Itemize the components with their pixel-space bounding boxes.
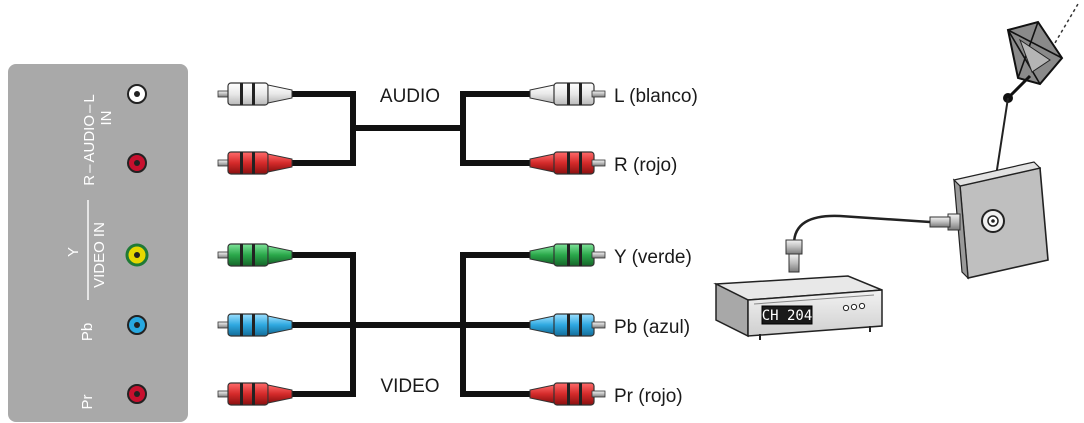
plug-right-audio-red — [529, 151, 606, 175]
plug-left-audio-red — [217, 151, 293, 175]
receiver-display-text: CH 204 — [762, 308, 813, 324]
panel-label-video-in: VIDEO IN — [91, 222, 108, 288]
receiver-button — [858, 302, 866, 310]
plug-left-video-red — [217, 382, 293, 406]
wall-outlet-icon — [952, 161, 1049, 280]
video-cable — [292, 252, 530, 397]
plug-right-video-red — [529, 382, 606, 406]
panel-label-y: Y — [65, 247, 82, 257]
label-pr-rojo: Pr (rojo) — [614, 386, 683, 407]
receiver-display — [761, 305, 813, 325]
coax-connector-wall — [929, 213, 961, 231]
label-l-blanco: L (blanco) — [614, 86, 698, 107]
plug-right-audio-white — [529, 82, 606, 106]
audio-cable — [292, 91, 530, 166]
label-pb-azul: Pb (azul) — [614, 317, 690, 338]
coax-cable — [792, 214, 931, 245]
panel-label-audio-in: IN — [98, 111, 115, 126]
jack-video-pb[interactable] — [127, 315, 147, 335]
panel-label-audio: R–AUDIO–L — [81, 94, 98, 185]
jack-audio-r[interactable] — [127, 153, 147, 173]
tv-input-panel: R–AUDIO–L IN Y VIDEO IN Pb Pr — [8, 64, 188, 422]
jack-video-pr[interactable] — [127, 384, 147, 404]
coax-connector-receiver — [785, 239, 803, 273]
label-y-verde: Y (verde) — [614, 247, 692, 268]
antenna-cable — [995, 97, 1009, 177]
plug-right-video-blue — [529, 313, 606, 337]
satellite-dish-icon — [1003, 3, 1079, 103]
plug-left-audio-white — [217, 82, 293, 106]
label-audio: AUDIO — [380, 86, 440, 107]
plug-left-video-blue — [217, 313, 293, 337]
label-video: VIDEO — [380, 376, 439, 397]
receiver-button — [850, 303, 858, 311]
set-top-box-icon: CH 204 — [713, 275, 883, 340]
jack-audio-l[interactable] — [127, 84, 147, 104]
label-r-rojo: R (rojo) — [614, 155, 677, 176]
panel-label-pb: Pb — [79, 323, 96, 341]
receiver-button — [842, 304, 850, 312]
jack-video-y[interactable] — [125, 243, 149, 267]
plug-right-video-green — [529, 243, 606, 267]
plug-left-video-green — [217, 243, 293, 267]
panel-label-pr: Pr — [79, 394, 96, 409]
